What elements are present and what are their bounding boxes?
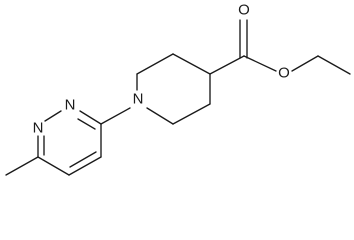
ethyl-ch2-ch3-bond xyxy=(317,55,351,75)
piperidine-bond-c3-c2 xyxy=(136,53,174,75)
c4-carbonyl-bond xyxy=(209,55,245,75)
pyridazine-bond-c5-c4 xyxy=(68,156,102,176)
pyridazine-bond-c6-c5 xyxy=(37,156,70,176)
ethyl-ester-group xyxy=(239,19,351,75)
pyridazine-bond-c3-n2-inner xyxy=(77,118,96,130)
piperidine-bond-c6-c5 xyxy=(172,103,211,125)
pyridazine-bond-c3-n2 xyxy=(79,110,102,125)
piperidine-bond-c4-c3 xyxy=(172,53,211,75)
atom-label-ether-oxygen: O xyxy=(278,65,290,82)
pyridazine-bond-c5-c4-inner xyxy=(69,151,97,168)
pyridazine-bond-n2-n1 xyxy=(44,110,62,122)
molecule-structure-diagram: O O N N N xyxy=(5,2,351,176)
methyl-bond xyxy=(5,156,39,176)
pyridazine-ring xyxy=(37,110,102,176)
ester-o-ch2-bond xyxy=(291,55,319,72)
n-pyridazine-bond xyxy=(100,107,131,125)
atom-labels: O O N N N xyxy=(33,2,290,137)
atom-label-carbonyl-oxygen: O xyxy=(238,2,250,19)
atom-label-piperidine-nitrogen: N xyxy=(133,91,144,108)
ester-c-o-bond xyxy=(243,55,277,72)
atom-label-pyridazine-n1: N xyxy=(33,120,44,137)
piperidine-bond-n1-c6 xyxy=(146,107,174,125)
atom-label-pyridazine-n2: N xyxy=(65,97,76,114)
piperidine-ring xyxy=(136,53,211,125)
